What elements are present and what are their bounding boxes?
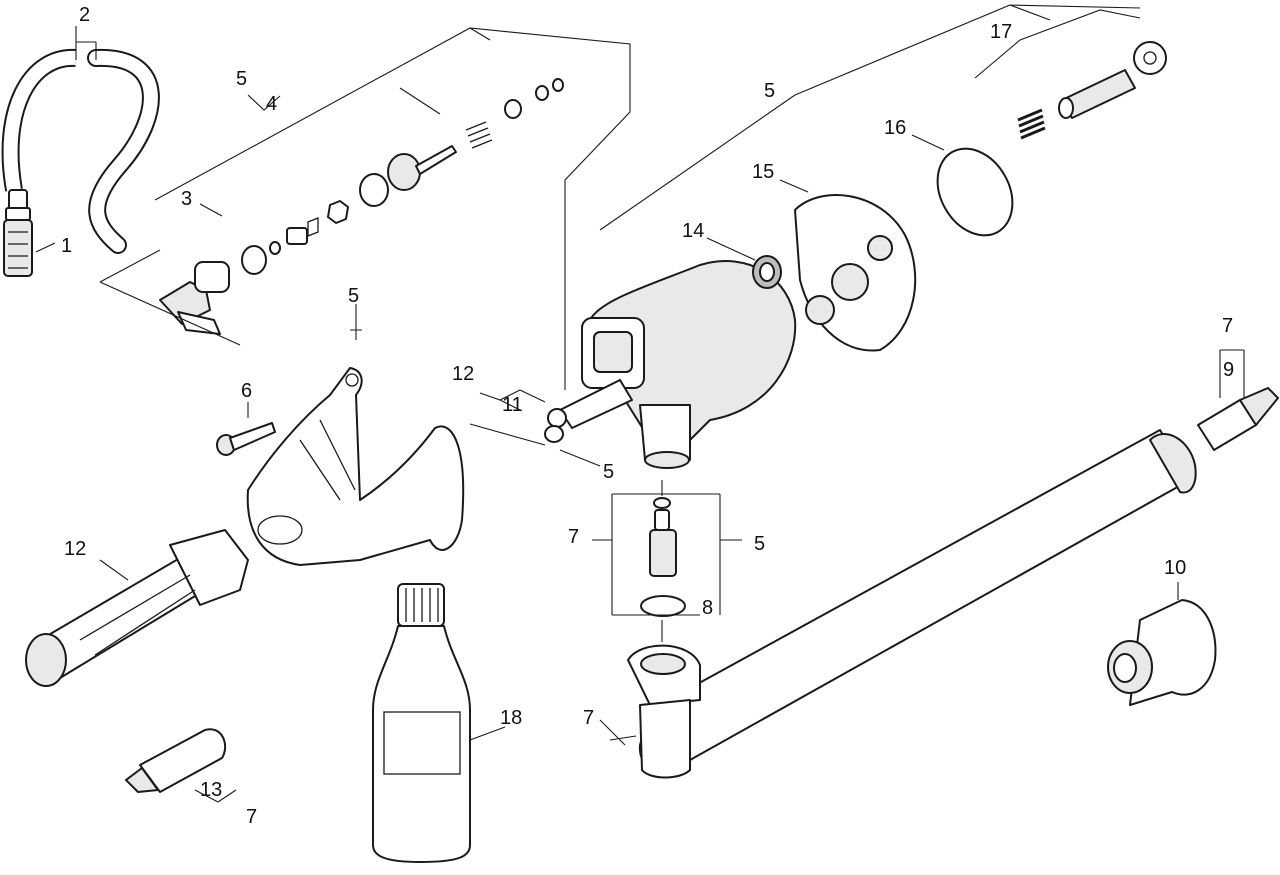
part-16-o-ring (936, 147, 1014, 237)
part-10-coupling (1107, 599, 1217, 706)
part-8-o-ring (640, 595, 686, 617)
part-13-grease-tube (125, 728, 227, 793)
part-12-lance-tube (25, 529, 249, 687)
small-ring (653, 497, 671, 509)
part-2-hose (1, 48, 160, 254)
callout-3: 3 (181, 188, 192, 210)
callout-18: 18 (500, 707, 522, 729)
callout-13: 13 (200, 779, 222, 801)
part-6-bolt (216, 422, 276, 456)
callout-8: 8 (702, 597, 713, 619)
nozzle-insert (649, 509, 677, 577)
part-1-filter (3, 189, 33, 277)
callout-7-tube: 7 (246, 806, 257, 828)
bracket (246, 367, 465, 566)
callout-5-ring: 5 (603, 461, 614, 483)
callout-10: 10 (1164, 557, 1186, 579)
part-17-piston-set (1017, 41, 1167, 140)
callout-2: 2 (79, 4, 90, 26)
part-3-valve-assembly (159, 200, 349, 335)
callout-7-lance: 7 (583, 707, 594, 729)
callout-11: 11 (502, 394, 523, 416)
callout-12-pump: 12 (452, 363, 474, 385)
callout-6: 6 (241, 380, 252, 402)
callout-5-nozzle: 5 (754, 533, 765, 555)
callouts: 1 2 3 4 5 5 5 5 5 6 7 7 7 7 8 9 10 11 12… (61, 4, 1234, 828)
callout-17: 17 (990, 21, 1012, 43)
part-9-nozzle-tip (1197, 387, 1279, 451)
callout-5-top-left: 5 (236, 68, 247, 90)
pump-housing (547, 260, 797, 469)
part-14-seal-ring (752, 255, 782, 289)
callout-5-pump: 5 (764, 80, 775, 102)
callout-4: 4 (266, 93, 277, 115)
callout-1: 1 (61, 235, 72, 257)
part-4-valve-assembly (359, 78, 564, 207)
callout-7-nozzle: 7 (568, 526, 579, 548)
leader-lines (35, 4, 1245, 803)
callout-9: 9 (1223, 359, 1234, 381)
callout-15: 15 (752, 161, 774, 183)
part-7-lance (627, 429, 1197, 779)
callout-16: 16 (884, 117, 906, 139)
part-15-cover (794, 194, 917, 352)
callout-14: 14 (682, 220, 704, 242)
part-11-ring (544, 425, 564, 443)
callout-5-bracket: 5 (348, 285, 359, 307)
callout-7-tip: 7 (1222, 315, 1233, 337)
part-18-bottle (372, 583, 471, 863)
callout-12-lance: 12 (64, 538, 86, 560)
